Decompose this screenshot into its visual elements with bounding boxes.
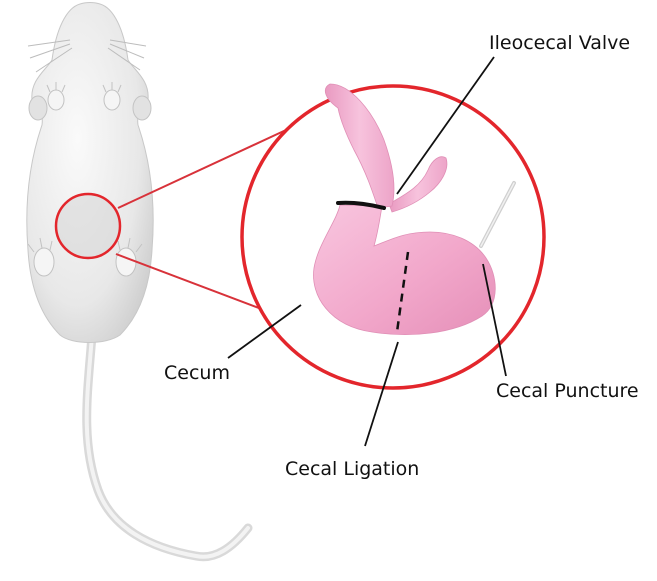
label-cecal-puncture: Cecal Puncture [496,382,639,401]
label-cecum: Cecum [164,364,230,383]
label-cecal-ligation: Cecal Ligation [285,460,419,479]
label-ileocecal-valve: Ileocecal Valve [489,34,630,53]
mouse-illustration [27,3,248,557]
abdomen-highlight-circle [56,194,120,258]
